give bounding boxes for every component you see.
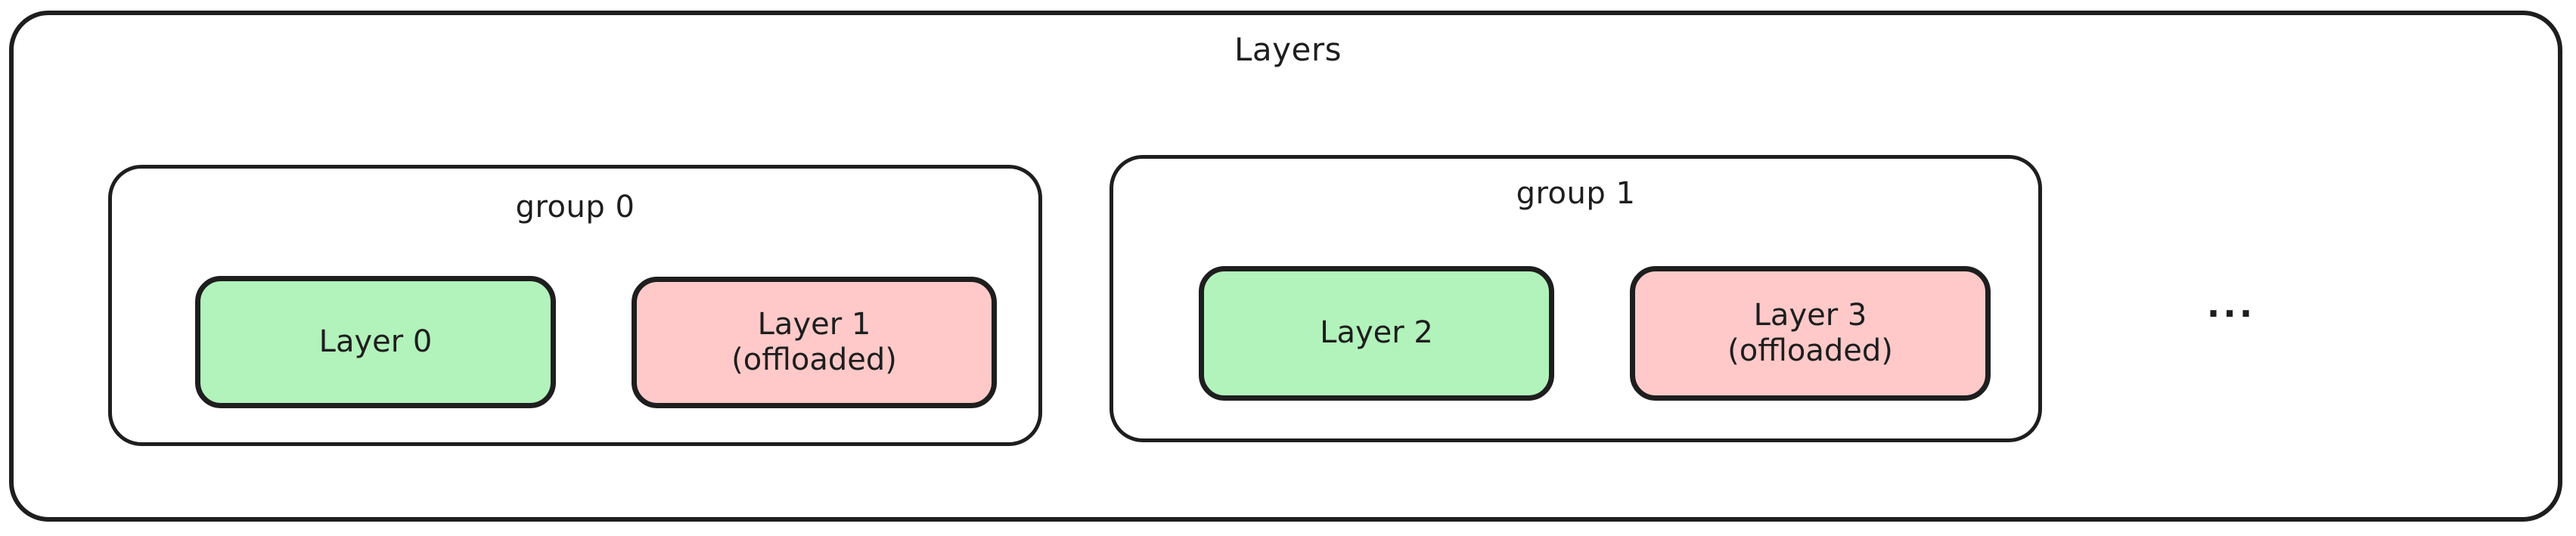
layer-3-node[interactable]: Layer 3 (offloaded) xyxy=(1630,266,1991,401)
layer-2-node[interactable]: Layer 2 xyxy=(1199,266,1554,401)
layer-2-label: Layer 2 xyxy=(1320,315,1433,351)
layers-container xyxy=(9,11,2562,522)
layer-1-label: Layer 1 (offloaded) xyxy=(731,306,897,377)
group-0-label: group 0 xyxy=(515,190,635,225)
overflow-ellipsis: ... xyxy=(2206,284,2256,325)
group-1-label: group 1 xyxy=(1516,176,1636,211)
group-1-container xyxy=(1110,155,2042,442)
group-0-container xyxy=(108,165,1042,446)
layers-title: Layers xyxy=(1234,31,1342,68)
layer-1-node[interactable]: Layer 1 (offloaded) xyxy=(632,277,997,408)
layer-3-label: Layer 3 (offloaded) xyxy=(1727,297,1893,368)
layer-0-node[interactable]: Layer 0 xyxy=(195,276,556,408)
layer-0-label: Layer 0 xyxy=(318,324,433,359)
